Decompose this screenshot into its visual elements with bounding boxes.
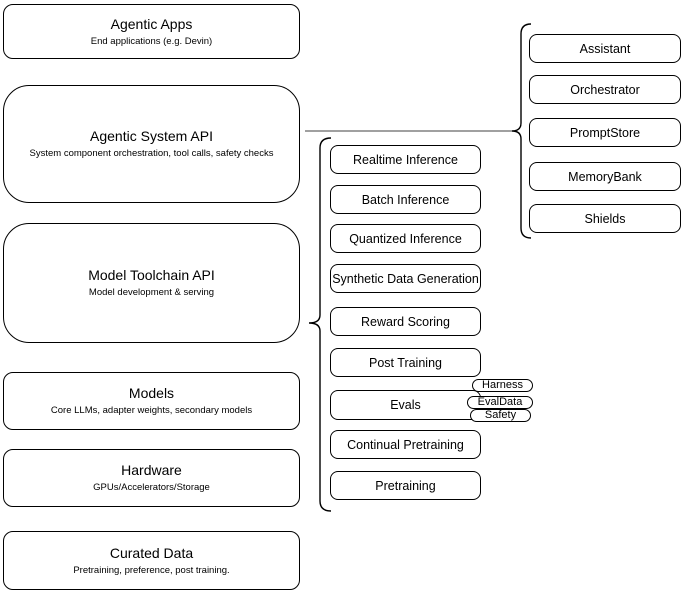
component-label: Shields xyxy=(584,211,626,226)
node-subtitle: Pretraining, preference, post training. xyxy=(73,564,230,576)
component-promptstore: PromptStore xyxy=(529,118,681,147)
service-label: Batch Inference xyxy=(361,192,450,207)
component-shields: Shields xyxy=(529,204,681,233)
service-label: Quantized Inference xyxy=(349,231,462,246)
node-title: Model Toolchain API xyxy=(88,267,215,283)
node-title: Agentic Apps xyxy=(110,15,193,32)
toolchain-services-brace xyxy=(308,137,332,512)
component-label: Orchestrator xyxy=(570,82,640,97)
node-agentic-system-api: Agentic System API System component orch… xyxy=(3,85,300,203)
service-label: Continual Pretraining xyxy=(347,437,464,452)
node-model-toolchain-api: Model Toolchain API Model development & … xyxy=(3,223,300,343)
node-title: Hardware xyxy=(121,462,182,478)
service-realtime-inference: Realtime Inference xyxy=(330,145,481,174)
node-hardware: Hardware GPUs/Accelerators/Storage xyxy=(3,449,300,507)
node-subtitle: Core LLMs, adapter weights, secondary mo… xyxy=(50,405,253,416)
node-subtitle: End applications (e.g. Devin) xyxy=(90,35,213,47)
service-synthetic-data-generation: Synthetic Data Generation xyxy=(330,264,481,293)
service-label: Realtime Inference xyxy=(353,152,458,167)
service-label: Evals xyxy=(390,398,421,412)
node-subtitle: Model development & serving xyxy=(88,287,215,298)
component-orchestrator: Orchestrator xyxy=(529,75,681,104)
tag-safety: Safety xyxy=(470,409,531,422)
node-title: Models xyxy=(128,385,175,401)
node-subtitle: System component orchestration, tool cal… xyxy=(29,148,274,159)
component-memorybank: MemoryBank xyxy=(529,162,681,191)
service-batch-inference: Batch Inference xyxy=(330,185,481,214)
service-post-training: Post Training xyxy=(330,348,481,377)
node-title: Curated Data xyxy=(109,544,194,561)
service-label: Reward Scoring xyxy=(361,314,450,329)
node-curated-data: Curated Data Pretraining, preference, po… xyxy=(3,531,300,590)
component-label: PromptStore xyxy=(569,125,641,140)
tag-label: EvalData xyxy=(477,396,523,408)
tag-label: Safety xyxy=(484,409,517,421)
node-models: Models Core LLMs, adapter weights, secon… xyxy=(3,372,300,430)
service-evals: Evals xyxy=(330,390,481,420)
system-components-brace xyxy=(511,23,532,239)
service-quantized-inference: Quantized Inference xyxy=(330,224,481,253)
tag-evaldata: EvalData xyxy=(467,396,533,409)
service-label: Post Training xyxy=(369,355,442,370)
node-title: Agentic System API xyxy=(90,128,213,144)
service-label: Pretraining xyxy=(375,478,436,493)
node-agentic-apps: Agentic Apps End applications (e.g. Devi… xyxy=(3,4,300,59)
component-assistant: Assistant xyxy=(529,34,681,63)
component-label: MemoryBank xyxy=(568,169,642,184)
tag-label: Harness xyxy=(482,379,523,391)
component-label: Assistant xyxy=(579,41,631,56)
service-label: Synthetic Data Generation xyxy=(332,271,479,286)
service-reward-scoring: Reward Scoring xyxy=(330,307,481,336)
service-pretraining: Pretraining xyxy=(330,471,481,500)
node-subtitle: GPUs/Accelerators/Storage xyxy=(93,482,210,493)
tag-harness: Harness xyxy=(472,379,533,392)
service-continual-pretraining: Continual Pretraining xyxy=(330,430,481,459)
